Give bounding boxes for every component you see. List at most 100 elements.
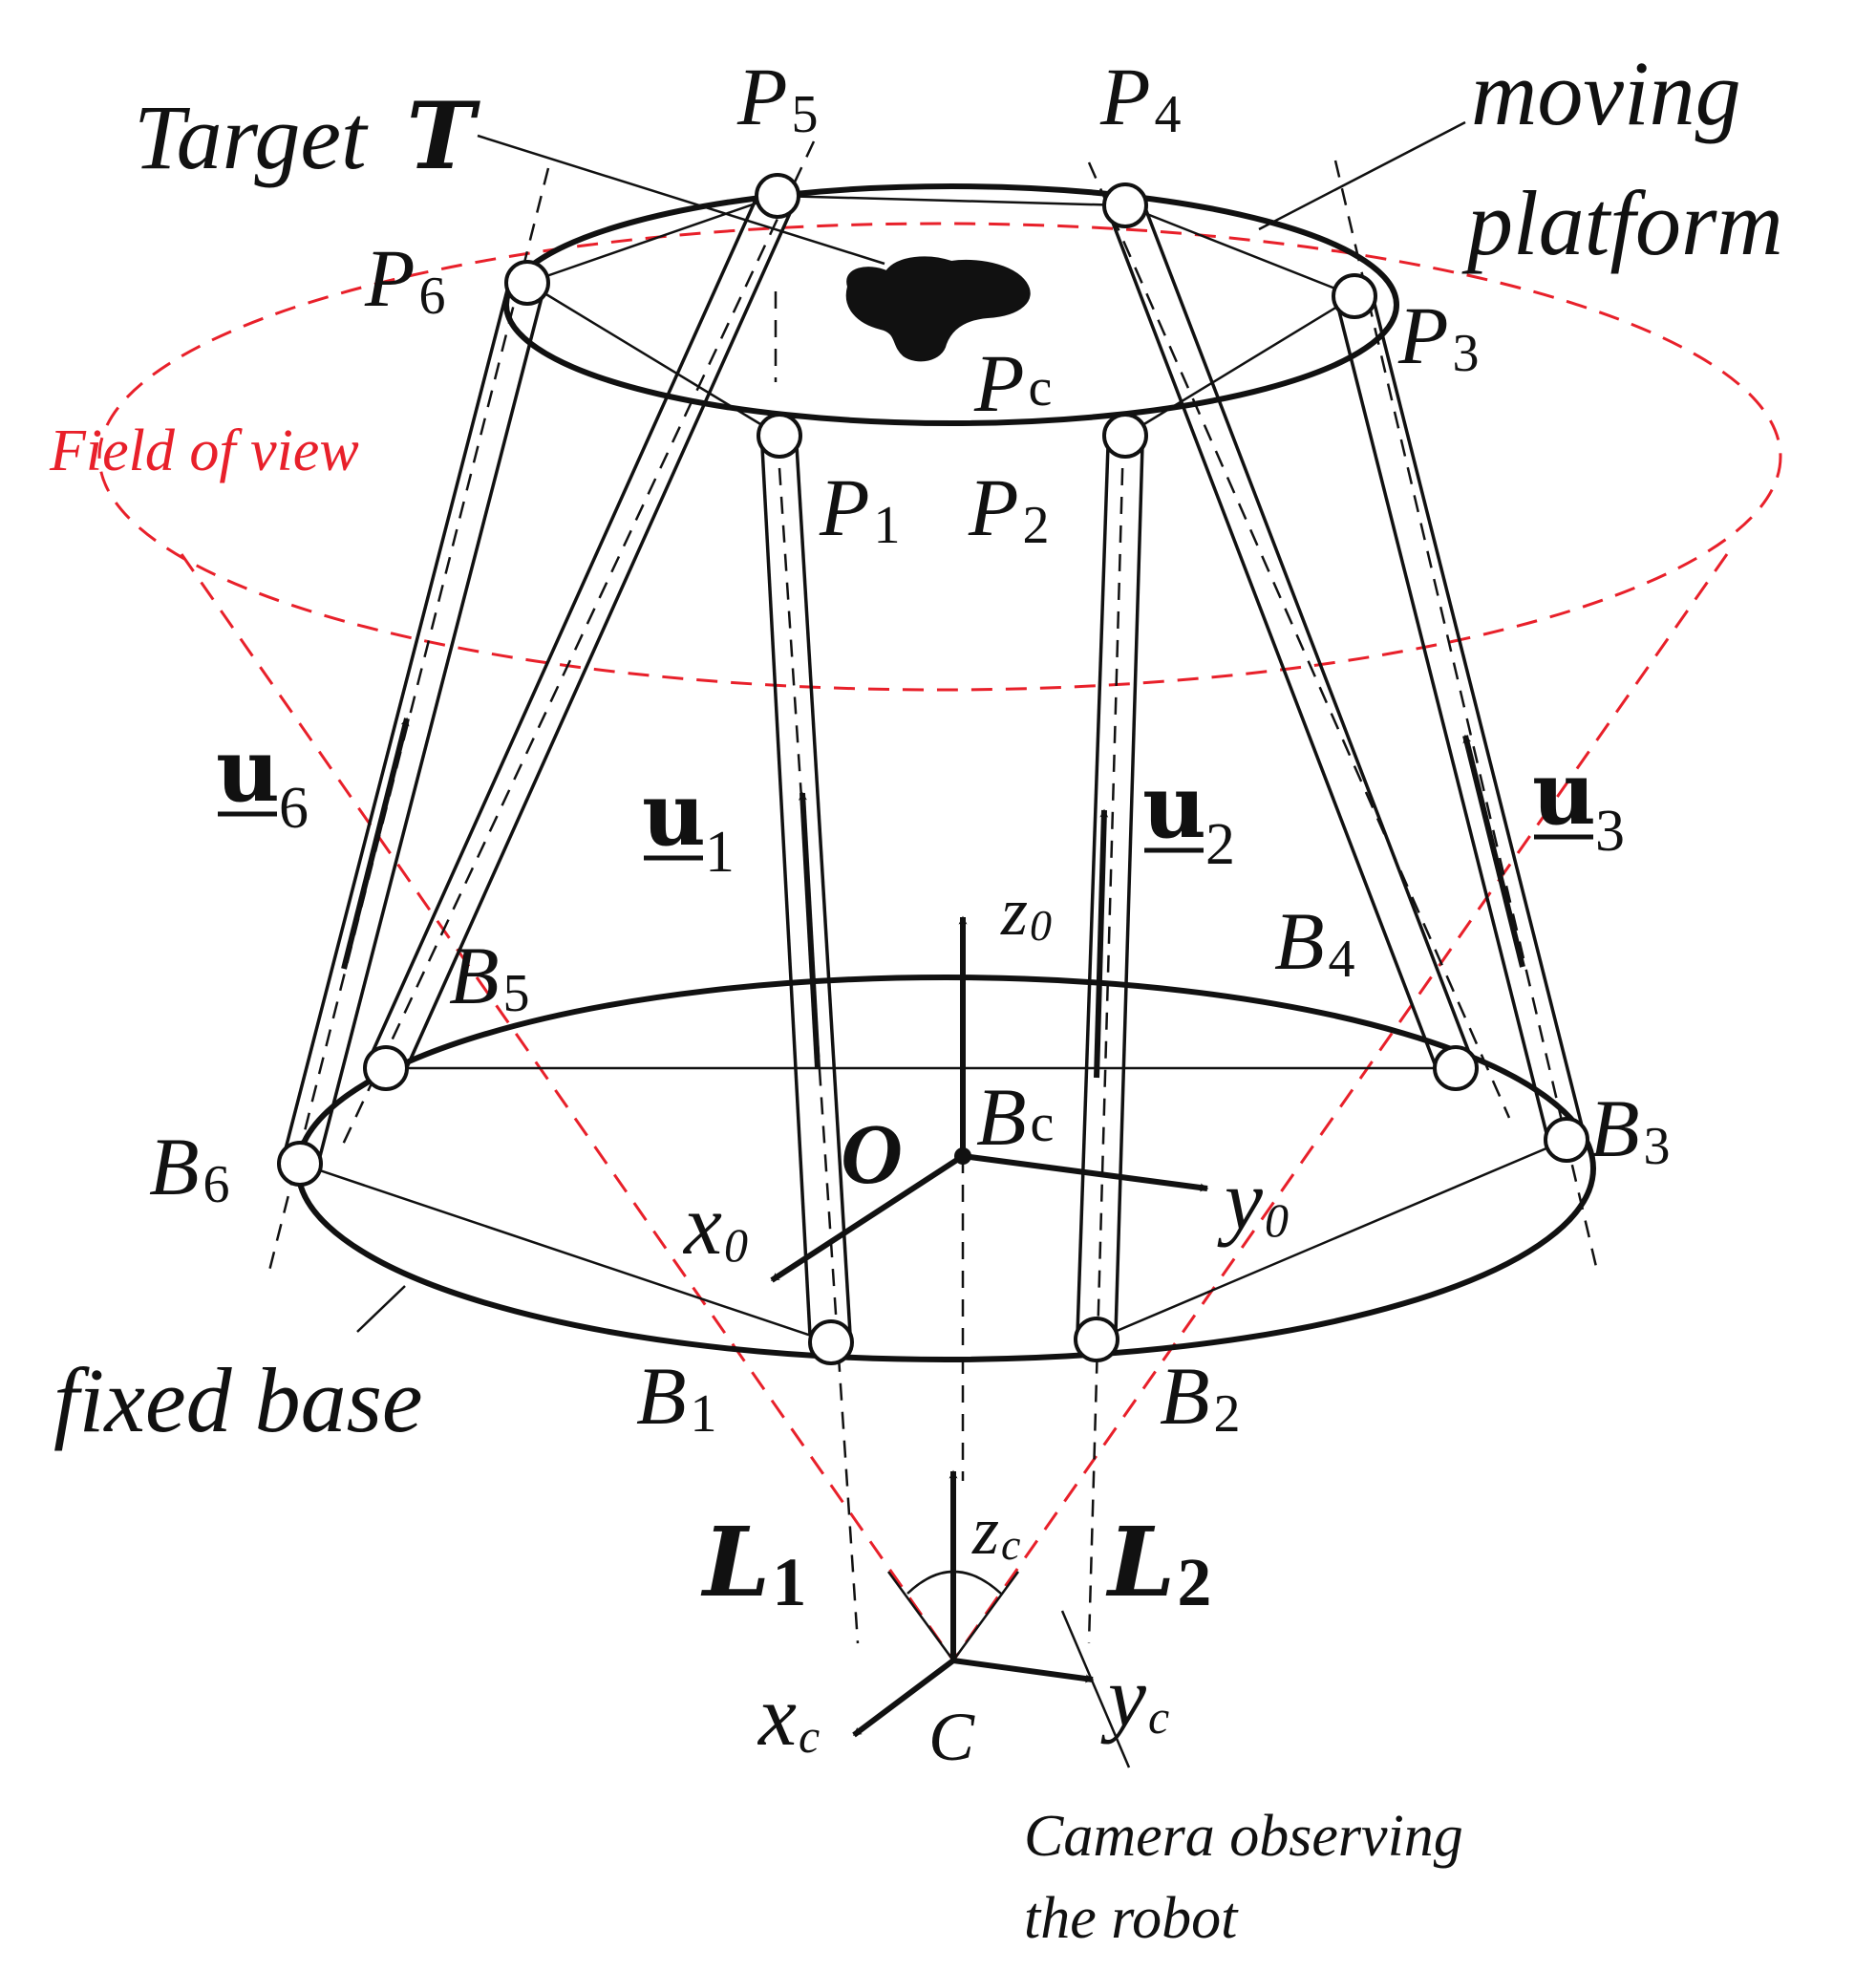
base-center-point [954,1147,971,1165]
camera-label-line2: the robot [1024,1886,1239,1951]
joints [277,173,1589,1365]
label-b3: B3 [1589,1082,1671,1176]
svg-text:u: u [1142,755,1206,858]
leg2-right [1114,444,1144,1335]
base-frame [770,915,1209,1283]
label-yc: yc [1100,1650,1169,1745]
joint-b6 [277,1141,323,1187]
platform-chord-p2-p3 [1124,294,1355,438]
label-p6: P6 [364,232,446,326]
joint-b1 [808,1319,854,1365]
label-x0: x0 [682,1178,748,1273]
u1-arrow [798,791,821,1069]
joint-p5 [755,173,800,219]
leg5-axis [340,140,816,1147]
joint-p2 [1102,413,1148,459]
label-u3: u 3 [1532,741,1625,864]
legs [281,188,1586,1337]
svg-text:6: 6 [279,776,309,841]
joint-b4 [1433,1045,1479,1091]
label-p3: P3 [1397,289,1480,383]
leg4-right [1141,200,1475,1063]
label-pc: Pc [973,337,1052,429]
joint-p6 [504,260,550,306]
leg1-right [795,444,852,1335]
line-L2-solid [951,1571,1020,1661]
label-p2: P2 [968,461,1050,555]
yc-axis [952,1658,1095,1683]
leg6-right [315,286,546,1168]
xc-axis [852,1658,955,1738]
label-origin: O [841,1107,903,1202]
label-y0: y0 [1217,1153,1289,1248]
label-L2: L2 [1105,1506,1211,1620]
y0-axis [962,1153,1209,1192]
leg4-left [1106,209,1440,1075]
base-chord-b6-b1 [299,1162,832,1344]
u2-arrow [1094,808,1109,1079]
moving-platform [477,120,1466,438]
fov-edge-left [180,553,955,1661]
leg2-left [1076,444,1110,1335]
joint-p1 [757,413,802,459]
label-b4: B4 [1274,895,1355,989]
label-u1: u 1 [642,762,735,885]
fixed-base-label: fixed base [53,1349,423,1451]
label-b5: B5 [449,930,530,1023]
label-p4: P4 [1099,51,1182,144]
base-chord-b2-b3 [1096,1138,1567,1341]
label-L1: L1 [700,1506,806,1620]
label-b1: B1 [636,1350,717,1444]
label-xc: xc [757,1669,820,1764]
leg3-axis [1333,160,1599,1272]
leg4-axis [1087,161,1511,1119]
svg-text:1: 1 [705,820,735,885]
target-label: Target T [134,82,481,190]
svg-text:2: 2 [1205,812,1235,877]
joint-b2 [1074,1317,1119,1362]
line-L1-solid [886,1571,955,1661]
joint-p4 [1102,182,1148,228]
target-blob [845,256,1031,362]
leg2-axis [1087,439,1125,1644]
moving-platform-pointer [1258,120,1466,231]
u6-arrow [341,717,410,970]
x0-axis [770,1153,965,1283]
svg-text:3: 3 [1595,799,1625,864]
label-p1: P1 [819,461,901,555]
label-u6: u 6 [216,718,309,841]
leg-direction-arrows [341,717,1525,1079]
moving-platform-label-line2: platform [1461,172,1783,274]
field-of-view-ellipse [97,222,1782,692]
fov-edge-right [951,553,1729,1661]
label-b6: B6 [149,1121,230,1214]
label-zc: zc [971,1492,1020,1569]
field-of-view-cone [97,222,1782,1661]
moving-platform-label-line1: moving [1471,42,1741,144]
leg5-right [401,202,797,1077]
leg6-left [281,278,512,1161]
joint-p3 [1332,273,1377,319]
target-word: Target [134,86,369,188]
joint-b5 [363,1045,409,1091]
label-camera-center: C [928,1699,975,1775]
leg1-left [760,446,812,1337]
joint-b3 [1544,1117,1589,1163]
label-u2: u 2 [1142,755,1235,877]
camera-frame [852,1469,1095,1738]
platform-chord-p6-p5 [526,194,778,285]
platform-chord-p5-p4 [777,194,1126,207]
target-pointer [477,134,885,266]
camera-label-line1: Camera observing [1024,1804,1463,1869]
leg5-left [367,188,762,1061]
svg-text:u: u [1532,741,1596,845]
label-p5: P5 [736,51,819,144]
moving-platform-ellipse [503,183,1399,426]
leg3-left [1335,303,1551,1146]
target-symbol: T [407,82,481,190]
label-bc: Bc [976,1071,1054,1163]
leg6-axis [267,167,550,1272]
camera-label-pointer [1060,1610,1131,1768]
